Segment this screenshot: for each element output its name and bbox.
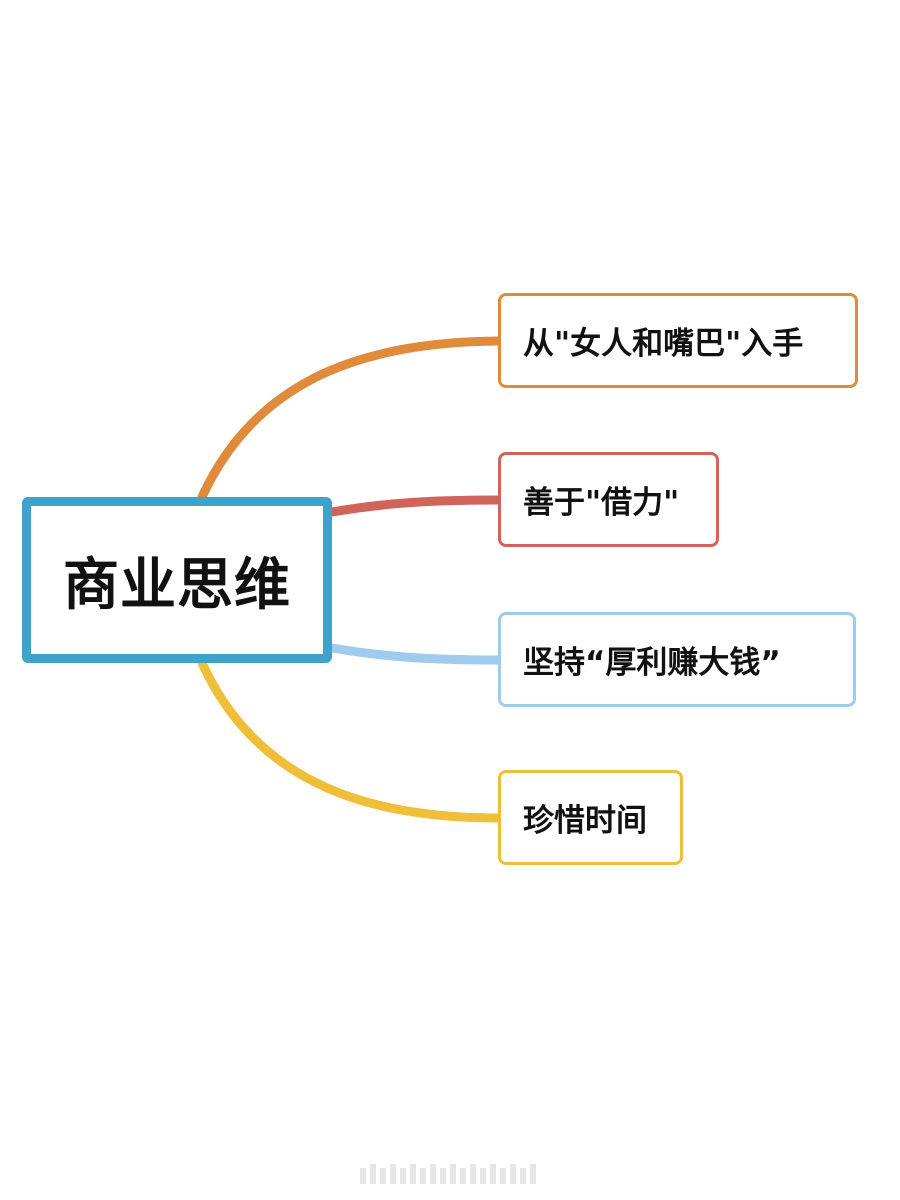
connector-branch-2 [327, 495, 503, 517]
branch-node-1: 从"女人和嘴巴"入手 [498, 293, 858, 388]
branch-node-3: 坚持“厚利赚大钱” [498, 612, 856, 707]
central-topic-label: 商业思维 [63, 552, 291, 618]
branch-node-2: 善于"借力" [498, 452, 719, 547]
connector-branch-4 [197, 658, 503, 823]
branch-label-4: 珍惜时间 [523, 803, 647, 839]
connector-branch-3 [327, 643, 503, 665]
branch-node-4: 珍惜时间 [498, 770, 683, 865]
branch-label-2: 善于"借力" [523, 485, 680, 521]
watermark-bar-graphic [360, 1164, 536, 1184]
central-topic-node: 商业思维 [22, 497, 332, 663]
connector-branch-1 [197, 336, 503, 502]
branch-label-3: 坚持“厚利赚大钱” [523, 645, 781, 681]
branch-label-1: 从"女人和嘴巴"入手 [523, 326, 804, 362]
